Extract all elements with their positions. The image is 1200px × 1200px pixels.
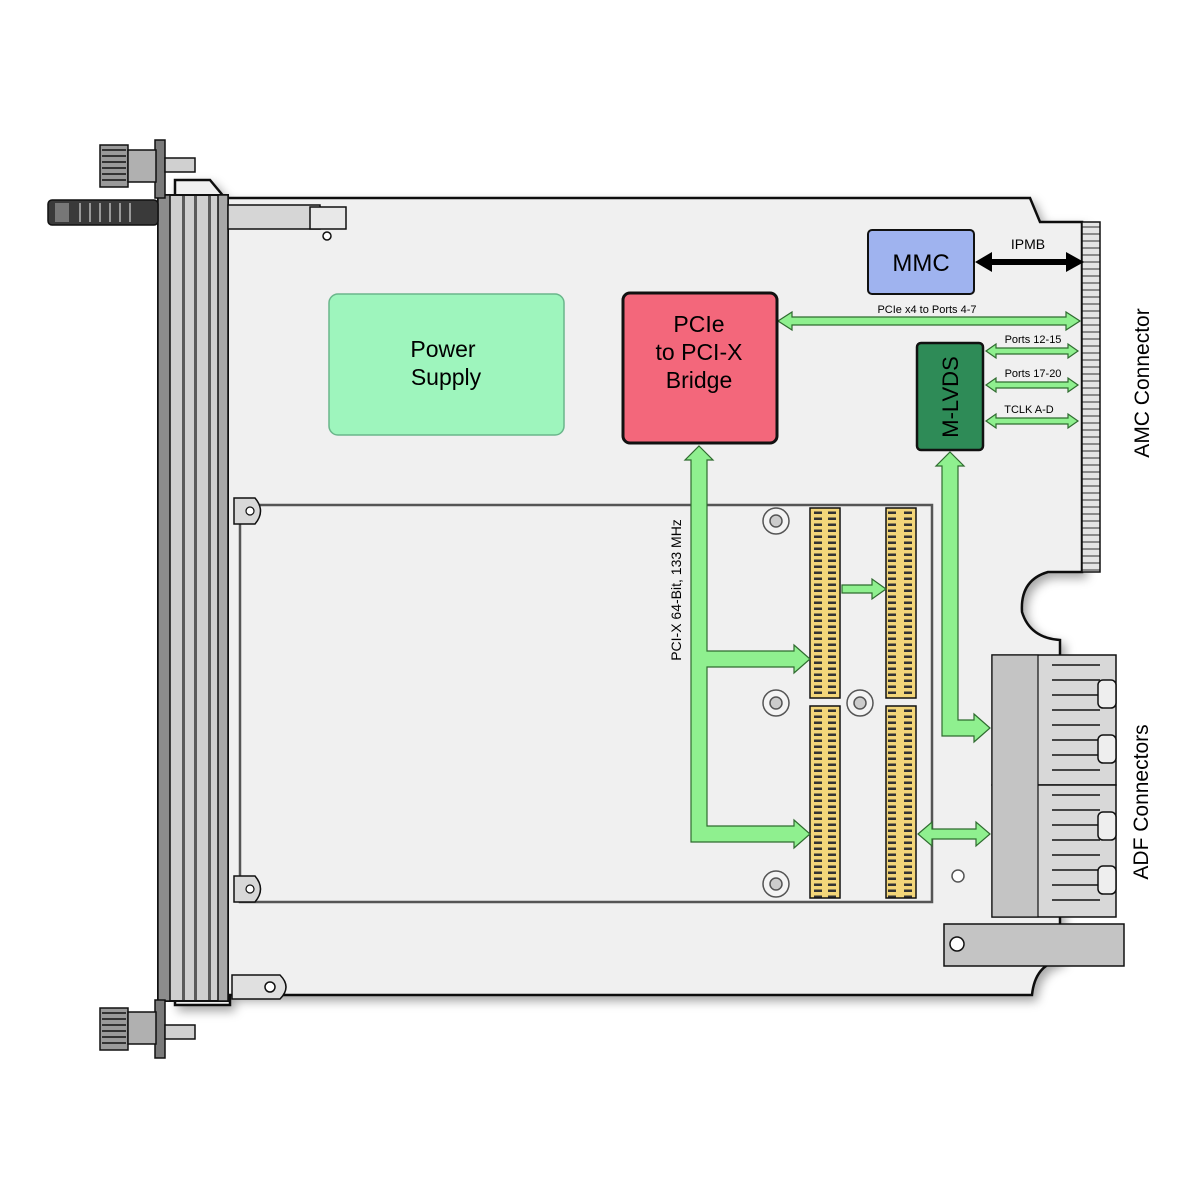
mlvds-label: M-LVDS (938, 356, 963, 438)
ports-12-15-label: Ports 12-15 (1005, 334, 1062, 346)
mlvds-adf-arrow (934, 451, 991, 744)
pcie-x4-label: PCIe x4 to Ports 4-7 (877, 304, 976, 316)
pcix-bus-arrow (683, 445, 811, 850)
pcie-bridge-block: PCIe to PCI-X Bridge (621, 291, 779, 445)
pcie-x4-arrow (776, 310, 1082, 332)
bottom-latch (231, 974, 287, 1000)
amc-connector-label: AMC Connector (1131, 308, 1154, 457)
mlvds-block: M-LVDS (915, 341, 985, 452)
ports-17-20-arrow (984, 376, 1080, 394)
pcix-bus-label: PCI-X 64-Bit, 133 MHz (668, 519, 684, 661)
pmc-adf-arrow (917, 820, 991, 848)
power-supply-label-2: Supply (411, 364, 482, 390)
pmc-connectors (809, 507, 917, 899)
injector-handle-icon (47, 199, 159, 226)
bridge-label-2: to PCI-X (656, 339, 743, 365)
top-latch (227, 204, 347, 241)
signal-arrows (683, 310, 1082, 850)
adf-connectors-label: ADF Connectors (1130, 724, 1153, 879)
ipmb-label: IPMB (1011, 236, 1045, 252)
power-supply-label-1: Power (410, 336, 476, 362)
mezzanine-site (233, 497, 934, 904)
bridge-label-1: PCIe (673, 311, 724, 337)
tclk-label: TCLK A-D (1004, 404, 1054, 416)
ports-12-15-arrow (984, 342, 1080, 360)
adf-connector-block (991, 654, 1117, 918)
standoff-icons (762, 507, 965, 898)
faceplate (157, 194, 229, 1002)
pmc-link-arrow (841, 577, 888, 601)
bottom-thumbscrew-icon (99, 999, 196, 1059)
top-thumbscrew-icon (99, 139, 196, 199)
bottom-bracket (943, 923, 1125, 967)
tclk-arrow (984, 412, 1080, 430)
power-supply-block: Power Supply (328, 293, 565, 436)
amc-edge-connector (1081, 221, 1101, 573)
ipmb-arrow (975, 252, 1084, 272)
mmc-block: MMC (867, 229, 975, 295)
bridge-label-3: Bridge (666, 367, 732, 393)
mmc-label: MMC (892, 250, 949, 277)
ports-17-20-label: Ports 17-20 (1005, 368, 1062, 380)
